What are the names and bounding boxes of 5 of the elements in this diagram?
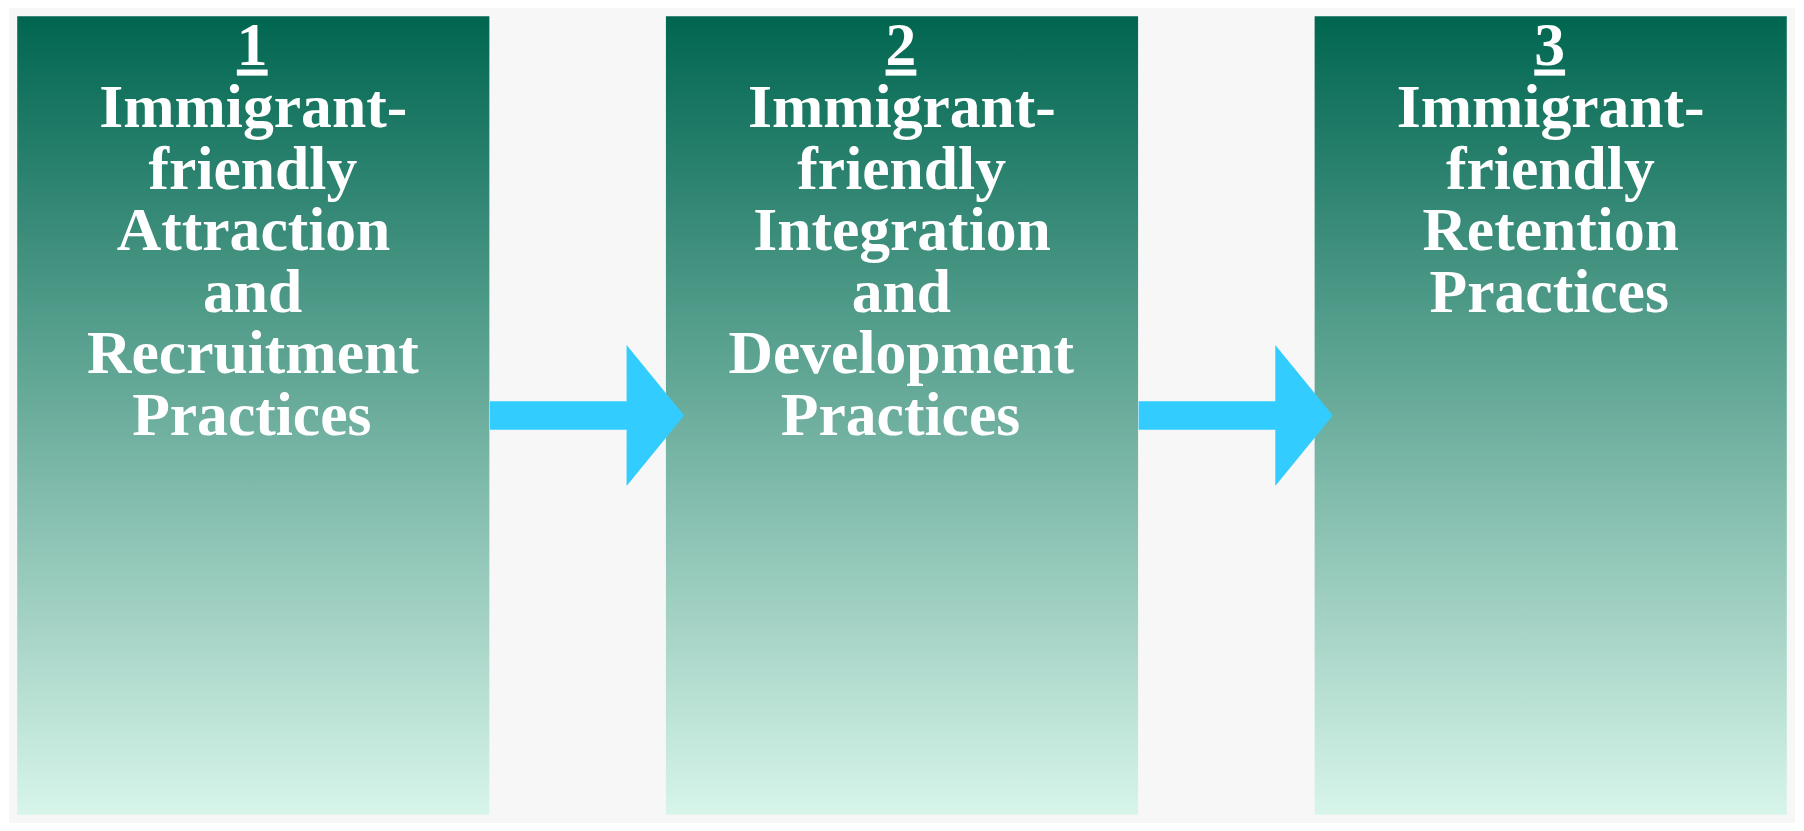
node-box: 2 Immigrant-friendly Integration and Development Practices: [665, 16, 1139, 815]
arrow: [489, 345, 685, 486]
node-box: 3 Immigrant-friendly Retention Practices: [1314, 16, 1787, 815]
node-box: 1 Immigrant-friendly Attraction and Recruitment Practices: [17, 16, 490, 815]
arrow: [1138, 345, 1333, 486]
